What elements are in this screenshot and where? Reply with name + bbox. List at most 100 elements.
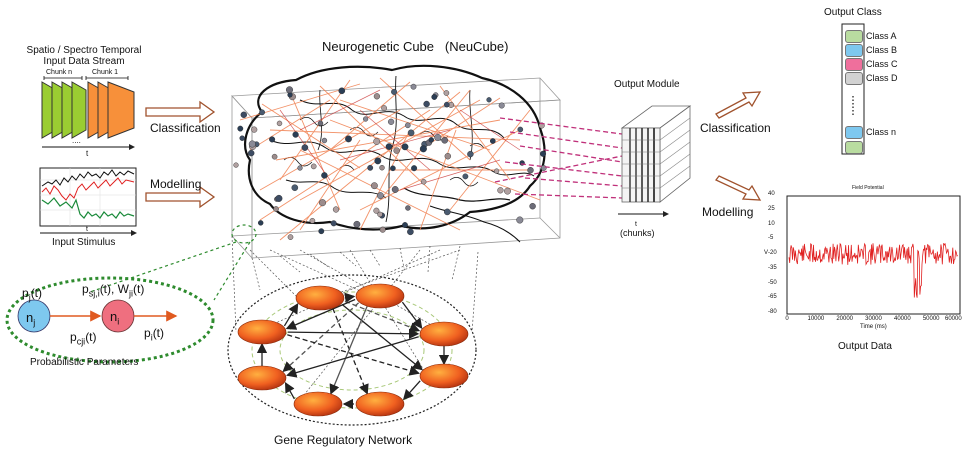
neuron — [529, 202, 536, 210]
neuron — [240, 111, 248, 119]
neuron — [391, 186, 399, 193]
neuron — [275, 194, 283, 202]
input-stream-title-line2: Input Data Stream — [43, 56, 125, 67]
neuron — [276, 120, 283, 127]
y-tick-label: -80 — [768, 309, 777, 315]
wji-sub: ji — [129, 288, 134, 299]
class-label: Class C — [866, 59, 898, 69]
class-swatch — [845, 58, 863, 71]
neuron — [443, 208, 451, 216]
nj-n: n — [26, 310, 34, 325]
neuron — [407, 228, 414, 236]
neuron — [379, 226, 386, 233]
neuron — [467, 150, 474, 158]
neuron — [404, 122, 411, 129]
nj-node-label: nj — [26, 310, 35, 328]
gene-node — [419, 321, 469, 347]
pj-p: p — [22, 286, 29, 300]
output-module-t: t — [635, 221, 637, 228]
neuron — [498, 102, 505, 109]
probabilistic-parameters-label: Probabilistic Parameters — [30, 357, 139, 368]
psji-label: psj,i(t), Wji(t) — [82, 282, 144, 298]
neuron — [410, 83, 417, 90]
input-stream-title-line1: Spatio / Spectro Temporal — [26, 45, 142, 56]
y-tick-label: 10 — [768, 220, 775, 227]
modelling-left-label: Modelling — [150, 177, 202, 191]
neuron — [287, 234, 294, 240]
gene-edge — [283, 302, 299, 327]
neuron — [239, 135, 245, 141]
gene-regulatory-network-label: Gene Regulatory Network — [274, 433, 413, 447]
neuron — [402, 222, 408, 228]
neuron — [297, 165, 303, 171]
neuron — [318, 228, 325, 235]
neuron — [258, 220, 264, 226]
pcji-t: (t) — [85, 330, 97, 344]
class-swatch — [845, 126, 863, 139]
neuron — [391, 88, 398, 95]
pcji-label: pcji(t) — [70, 330, 97, 346]
y-tick-label: 25 — [768, 205, 775, 212]
gene-edge — [287, 334, 420, 376]
neuron — [401, 143, 409, 151]
gene-edge — [332, 308, 369, 395]
stimulus-t-label: t — [86, 226, 88, 233]
class-label: Class A — [866, 31, 897, 41]
neuron — [516, 216, 524, 224]
class-label: Class B — [866, 45, 898, 55]
y-tick-label: -5 — [768, 235, 774, 242]
neuron — [370, 182, 378, 190]
pj-sub: j — [28, 292, 31, 303]
neuron — [431, 94, 438, 100]
neuron — [373, 207, 380, 214]
neuron — [517, 126, 524, 133]
class-swatch — [845, 72, 863, 85]
neuron — [411, 165, 418, 172]
gene-edge — [285, 298, 356, 330]
class-swatch — [845, 30, 863, 43]
neuron — [247, 149, 255, 157]
neuron — [363, 116, 369, 122]
chunk-n-label: Chunk n — [46, 69, 73, 76]
neuron — [497, 187, 504, 194]
neuron — [321, 137, 328, 144]
neuron — [407, 129, 415, 137]
neuron — [338, 87, 346, 95]
x-tick-label: 0 — [785, 316, 789, 322]
neuron — [494, 168, 500, 174]
neuron — [504, 187, 511, 195]
gene-edge — [287, 328, 420, 339]
pj-label: pj(t) — [22, 286, 42, 302]
neuron — [379, 164, 385, 171]
neuron — [540, 165, 547, 171]
neuron — [271, 153, 278, 160]
psji-t: (t), W — [99, 282, 130, 296]
stream-t-label: t — [86, 149, 89, 158]
neuron — [345, 135, 352, 143]
neuron — [291, 184, 299, 191]
neuron — [381, 105, 387, 112]
pi-t: (t) — [152, 326, 165, 340]
y-tick-label: -35 — [768, 264, 777, 271]
neuron — [309, 217, 316, 224]
classification-right-label: Classification — [700, 121, 771, 135]
neuron — [388, 118, 395, 125]
neuron — [259, 109, 265, 116]
neuron — [310, 163, 317, 170]
neuron — [377, 211, 383, 218]
neuron — [248, 140, 256, 148]
output-module-chunks: (chunks) — [620, 228, 655, 238]
gene-edge — [282, 302, 360, 373]
neuron — [332, 206, 340, 213]
probabilistic-diagram — [5, 276, 215, 364]
neuron — [301, 144, 309, 151]
field-potential-title: Field Potential — [852, 185, 884, 191]
neuron — [444, 152, 451, 160]
modelling-right-label: Modelling — [702, 205, 754, 219]
gene-edge — [402, 380, 421, 401]
neucube-title-abbr: (NeuCube) — [444, 39, 509, 54]
y-tick-label: 40 — [768, 191, 775, 197]
neuron — [419, 145, 427, 153]
neuron-group — [233, 83, 547, 240]
